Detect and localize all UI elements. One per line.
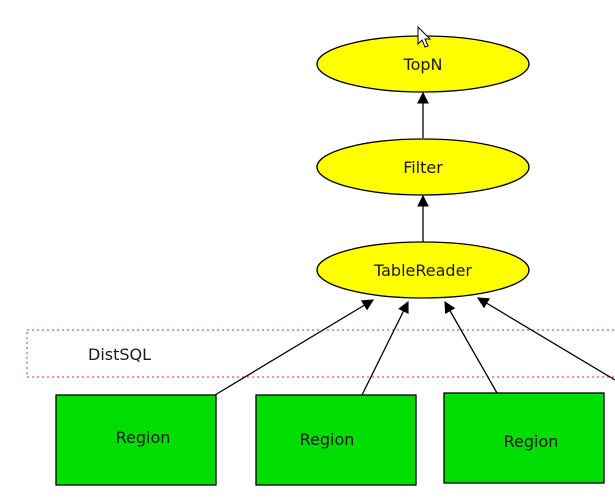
node-filter-label: Filter: [403, 158, 443, 177]
edge-region1-tablereader: [214, 299, 375, 396]
edge-region4-tablereader: [476, 297, 615, 381]
node-topn-label: TopN: [403, 55, 443, 74]
node-tablereader-label: TableReader: [373, 261, 472, 280]
region-box-3-label: Region: [504, 432, 559, 451]
region-box-1: Region: [55, 394, 217, 486]
node-topn: TopN: [316, 35, 530, 93]
distsql-boundary: [26, 329, 615, 378]
region-box-2-label: Region: [300, 430, 355, 449]
node-tablereader: TableReader: [316, 241, 530, 299]
node-filter: Filter: [316, 138, 530, 196]
mouse-pointer-icon: [417, 25, 432, 48]
region-box-1-label: Region: [116, 428, 171, 447]
distsql-label: DistSQL: [88, 345, 151, 364]
region-box-2: Region: [255, 394, 417, 486]
region-box-3: Region: [443, 392, 605, 484]
edge-region3-tablereader: [444, 300, 498, 394]
edge-region2-tablereader: [361, 300, 409, 396]
